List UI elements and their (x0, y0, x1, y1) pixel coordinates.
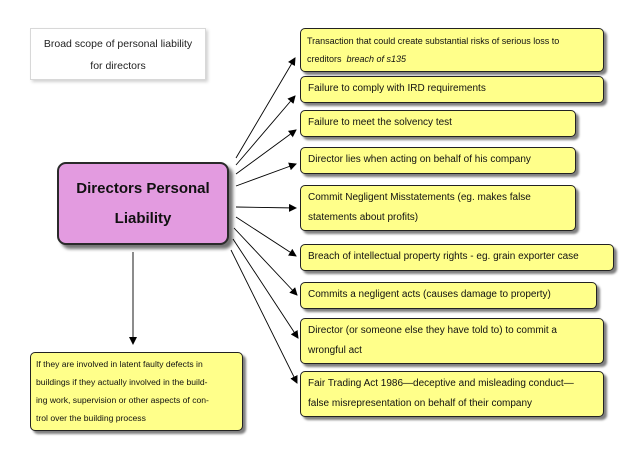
liability-5-line2: statements about profits) (308, 212, 419, 223)
building-note-line4: trol over the building process (36, 413, 146, 423)
arrow-to-liability-4 (235, 162, 297, 187)
liability-box-4: Director lies when acting on behalf of h… (300, 147, 576, 174)
building-note-line1: If they are involved in latent faulty de… (36, 359, 203, 369)
liability-box-2: Failure to comply with IRD requirements (300, 76, 604, 103)
liability-8-line1: Director (or someone else they have told… (308, 325, 557, 336)
arrow-to-liability-7 (233, 227, 298, 296)
central-node: Directors Personal Liability (57, 162, 229, 245)
scope-note-line2: for directors (90, 60, 146, 72)
scope-note: Broad scope of personal liability for di… (30, 28, 206, 80)
arrow-to-liability-8 (232, 238, 299, 339)
liability-6-line1: Breach of intellectual property rights -… (308, 251, 579, 262)
liability-box-8: Director (or someone else they have told… (300, 318, 604, 364)
central-node-line1: Directors Personal (76, 180, 210, 197)
arrow-to-liability-1 (235, 57, 296, 159)
arrow-to-liability-9 (230, 249, 298, 384)
liability-box-3: Failure to meet the solvency test (300, 110, 576, 137)
building-note-line2: buildings if they actually involved in t… (36, 377, 208, 387)
building-note-line3: ing work, supervision or other aspects o… (36, 395, 209, 405)
arrow-to-liability-6 (235, 216, 297, 257)
liability-5-line1: Commit Negligent Misstatements (eg. make… (308, 192, 531, 203)
liability-box-6: Breach of intellectual property rights -… (300, 244, 614, 271)
liability-box-1: Transaction that could create substantia… (300, 28, 604, 72)
liability-1-line2-plain: creditors (307, 54, 347, 64)
liability-box-9: Fair Trading Act 1986—deceptive and misl… (300, 371, 604, 417)
liability-3-line1: Failure to meet the solvency test (308, 117, 452, 128)
liability-box-7: Commits a negligent acts (causes damage … (300, 282, 597, 309)
central-node-line2: Liability (114, 210, 172, 227)
liability-7-line1: Commits a negligent acts (causes damage … (308, 289, 551, 300)
scope-note-line1: Broad scope of personal liability (43, 38, 193, 50)
arrow-to-liability-5 (235, 203, 297, 212)
arrow-to-liability-2 (235, 95, 296, 166)
building-note-box: If they are involved in latent faulty de… (30, 352, 243, 431)
liability-9-line2: false misrepresentation on behalf of the… (308, 398, 533, 409)
arrow-to-liability-3 (235, 129, 297, 175)
liability-1-line2: creditors breach of s135 (307, 50, 597, 68)
liability-1-line2-italic: breach of s135 (346, 54, 407, 64)
liability-2-line1: Failure to comply with IRD requirements (308, 83, 486, 94)
liability-1-line1: Transaction that could create substantia… (307, 36, 560, 46)
liability-4-line1: Director lies when acting on behalf of h… (308, 154, 531, 165)
liability-box-5: Commit Negligent Misstatements (eg. make… (300, 185, 576, 231)
liability-8-line2: wrongful act (308, 345, 362, 356)
liability-9-line1: Fair Trading Act 1986—deceptive and misl… (308, 378, 574, 389)
